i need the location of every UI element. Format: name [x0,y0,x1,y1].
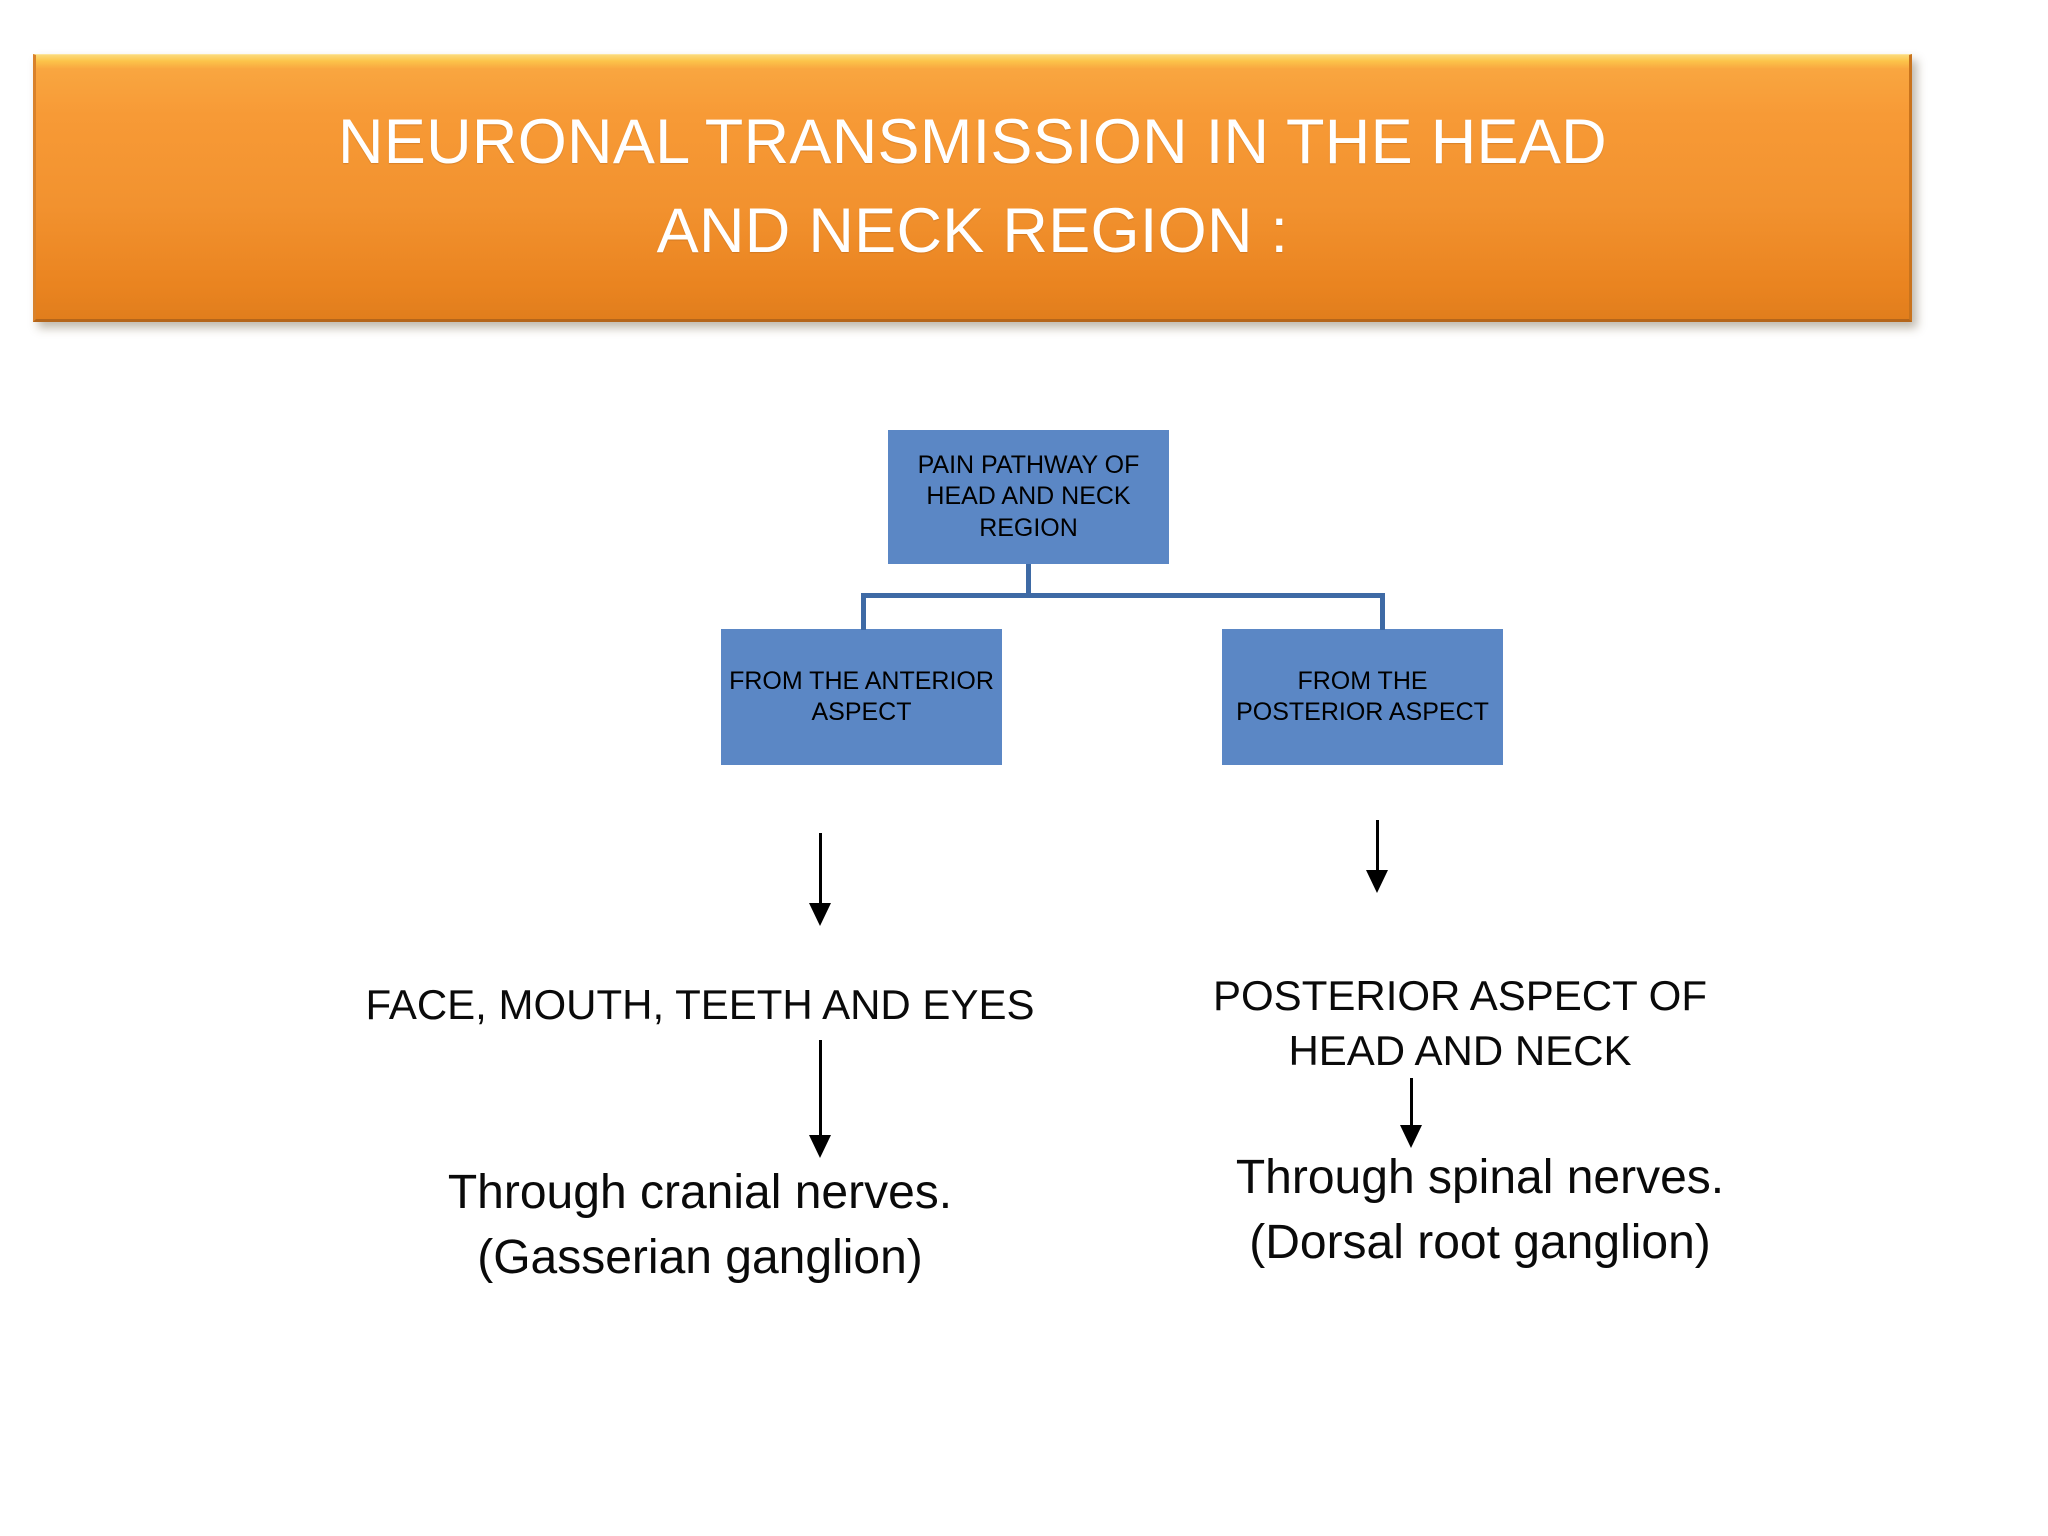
arrow-shaft [818,833,822,905]
connector-right-drop [1380,593,1385,630]
branch-left-bottom-label: Through cranial nerves. (Gasserian gangl… [447,1166,953,1285]
arrow-shaft [818,1040,822,1137]
branch-right-middle-label: POSTERIOR ASPECT OF HEAD AND NECK [1213,972,1707,1075]
arrow-head [1400,1125,1422,1148]
arrow-down-icon-left-lower [808,1040,832,1158]
flowchart-node-anterior: FROM THE ANTERIOR ASPECT [721,629,1002,765]
arrow-shaft [1409,1078,1413,1127]
connector-root-stem [1026,564,1031,597]
flowchart-node-posterior: FROM THE POSTERIOR ASPECT [1222,629,1503,765]
arrow-down-icon-left-upper [808,833,832,926]
arrow-head [809,903,831,926]
flowchart-node-root: PAIN PATHWAY OF HEAD AND NECK REGION [888,430,1169,564]
arrow-down-icon-right-lower [1399,1078,1423,1148]
arrow-head [809,1135,831,1158]
title-banner: NEURONAL TRANSMISSION IN THE HEAD AND NE… [33,54,1912,322]
arrow-shaft [1375,820,1379,872]
connector-left-drop [861,593,866,630]
arrow-head [1366,870,1388,893]
branch-left-middle-label: FACE, MOUTH, TEETH AND EYES [365,981,1035,1028]
branch-right-bottom-label: Through spinal nerves. (Dorsal root gang… [1235,1151,1725,1270]
connector-horizontal-bar [861,593,1385,598]
title-line-2: AND NECK REGION : [656,196,1289,266]
arrow-down-icon-right-upper [1365,820,1389,893]
title-line-1: NEURONAL TRANSMISSION IN THE HEAD [338,106,1607,177]
